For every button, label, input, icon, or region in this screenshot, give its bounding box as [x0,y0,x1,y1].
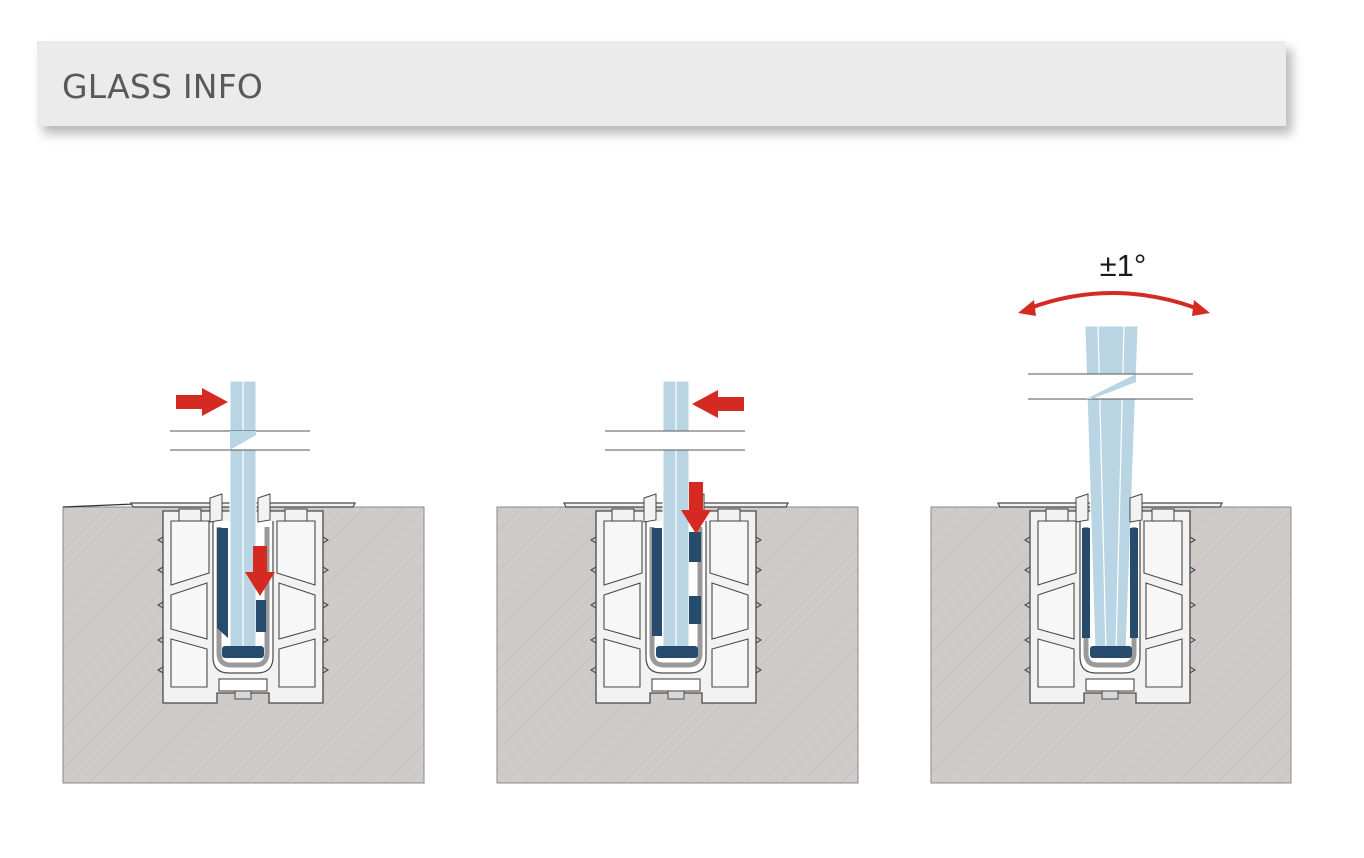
page-title: GLASS INFO [62,67,264,106]
push-arrow-right [176,388,228,416]
panel-3: ±1° [930,248,1292,784]
tilt-arrow [1018,291,1210,316]
panel-1 [62,380,425,784]
down-arrow [681,482,711,534]
header-bar: GLASS INFO [37,41,1286,126]
push-arrow-left [692,390,744,418]
tilt-angle-label: ±1° [1100,248,1147,283]
down-arrow [245,546,275,596]
panel-2 [496,380,859,784]
